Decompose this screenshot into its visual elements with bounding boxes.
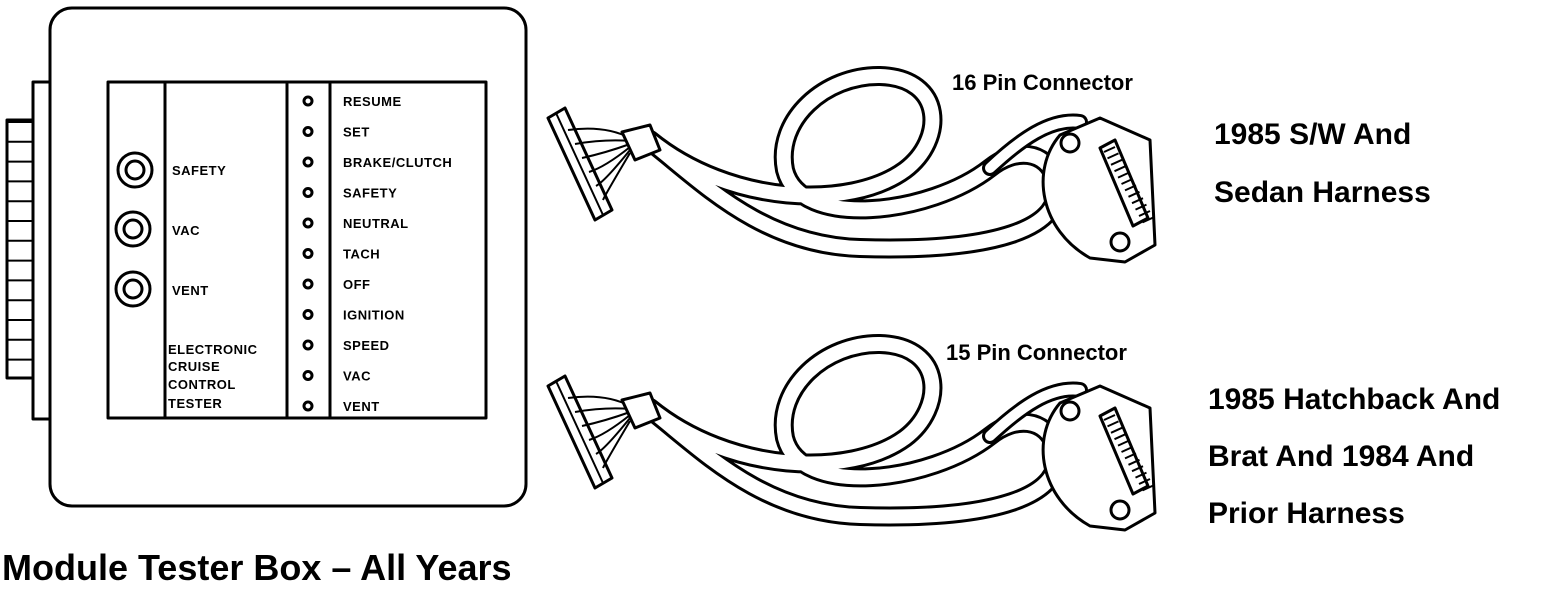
cable-core — [641, 68, 1064, 256]
indicator-label: TACH — [343, 247, 380, 262]
connector-pin — [1124, 452, 1137, 460]
indicator-lamp — [302, 370, 314, 381]
jack-vent[interactable] — [114, 270, 152, 308]
tester-faceplate — [106, 80, 488, 420]
connector-pin — [1121, 446, 1133, 453]
indicator-row: VAC — [302, 369, 371, 384]
description-line: Brat And 1984 And — [1208, 440, 1474, 473]
module-tester-box: SAFETY VAC VENT ELECTRONIC CRUISE CONTRO… — [5, 6, 528, 508]
indicator-row: BRAKE/CLUTCH — [302, 155, 452, 170]
cable-core — [641, 336, 1064, 524]
connector-pin — [1138, 478, 1151, 485]
harness-description-top: 1985 S/W And Sedan Harness — [1214, 118, 1431, 209]
connector-pin — [1117, 439, 1130, 447]
jack-label-vac: VAC — [172, 223, 200, 238]
connector-label-16-pin: 16 Pin Connector — [952, 70, 1133, 95]
harness-16-pin — [546, 65, 1157, 264]
indicator-row: RESUME — [302, 94, 402, 109]
indicator-label: IGNITION — [343, 308, 405, 323]
connector-pin — [1128, 458, 1140, 466]
tester-title-line: ELECTRONIC — [168, 342, 258, 357]
jack-label-vent: VENT — [172, 283, 209, 298]
connector-pin — [1103, 146, 1116, 153]
indicator-lamp — [302, 95, 314, 107]
description-line: 1985 Hatchback And — [1208, 383, 1500, 416]
indicator-row: NEUTRAL — [302, 216, 409, 231]
connector-pin — [1124, 184, 1137, 192]
connector-pin — [1114, 165, 1126, 173]
tester-title-line: TESTER — [168, 396, 222, 411]
indicator-row: IGNITION — [302, 308, 405, 323]
pin-connector-plug — [1041, 384, 1157, 532]
connector-pin — [1128, 190, 1140, 198]
connector-pin — [1131, 465, 1144, 473]
connector-pin — [1142, 484, 1154, 492]
connector-pin — [1110, 426, 1123, 434]
indicator-lamp — [302, 339, 314, 351]
indicator-row: VENT — [302, 399, 380, 414]
ribbon-connector — [546, 374, 662, 490]
connector-pin — [1121, 178, 1133, 185]
jack-safety[interactable] — [116, 151, 154, 189]
harness-description-bottom: 1985 Hatchback And Brat And 1984 And Pri… — [1208, 383, 1500, 530]
indicator-lamp — [302, 187, 314, 198]
tester-caption: Module Tester Box – All Years — [2, 547, 512, 588]
jack-label-safety: SAFETY — [172, 163, 226, 178]
indicator-label: SET — [343, 125, 370, 140]
pin-connector-plug — [1041, 116, 1157, 264]
indicator-label: VENT — [343, 399, 380, 414]
indicator-lamp — [302, 278, 314, 290]
indicator-list: RESUME SET BRAKE/CLUTCH SAFETY NEUTRAL TACH OF… — [302, 94, 452, 414]
indicator-lamp — [302, 400, 314, 412]
jack-vac[interactable] — [114, 210, 152, 248]
indicator-label: SPEED — [343, 338, 390, 353]
indicator-label: OFF — [343, 277, 371, 292]
indicator-label: NEUTRAL — [343, 216, 409, 231]
indicator-row: SET — [302, 125, 370, 140]
edge-connector — [5, 80, 55, 421]
connector-pin — [1142, 216, 1154, 224]
description-line: Sedan Harness — [1214, 176, 1431, 209]
tester-title: ELECTRONIC CRUISE CONTROL TESTER — [168, 342, 258, 411]
ribbon-connector — [546, 106, 662, 222]
connector-pin — [1110, 158, 1123, 166]
indicator-label: SAFETY — [343, 186, 397, 201]
connector-pin — [1117, 171, 1130, 179]
indicator-lamp — [302, 156, 314, 168]
description-line: 1985 S/W And — [1214, 118, 1411, 151]
indicator-row: SAFETY — [302, 186, 397, 201]
connector-pin — [1107, 152, 1119, 160]
indicator-row: TACH — [302, 247, 380, 262]
indicator-row: OFF — [302, 277, 371, 292]
tester-title-line: CONTROL — [168, 377, 236, 392]
connector-pin — [1135, 471, 1147, 479]
indicator-row: SPEED — [302, 338, 390, 353]
connector-pin — [1135, 203, 1147, 211]
indicator-lamp — [302, 126, 314, 137]
connector-label-15-pin: 15 Pin Connector — [946, 340, 1127, 365]
connector-pin — [1103, 414, 1116, 421]
harness-15-pin — [546, 333, 1157, 532]
indicator-lamp — [302, 309, 314, 320]
tester-title-line: CRUISE — [168, 359, 220, 374]
indicator-label: RESUME — [343, 94, 402, 109]
description-line: Prior Harness — [1208, 497, 1405, 530]
connector-pin — [1107, 420, 1119, 428]
connector-pin — [1114, 433, 1126, 441]
connector-pin — [1131, 197, 1144, 205]
indicator-lamp — [302, 248, 314, 259]
indicator-label: VAC — [343, 369, 371, 384]
indicator-label: BRAKE/CLUTCH — [343, 155, 452, 170]
indicator-lamp — [302, 217, 314, 229]
connector-pin — [1138, 210, 1151, 217]
